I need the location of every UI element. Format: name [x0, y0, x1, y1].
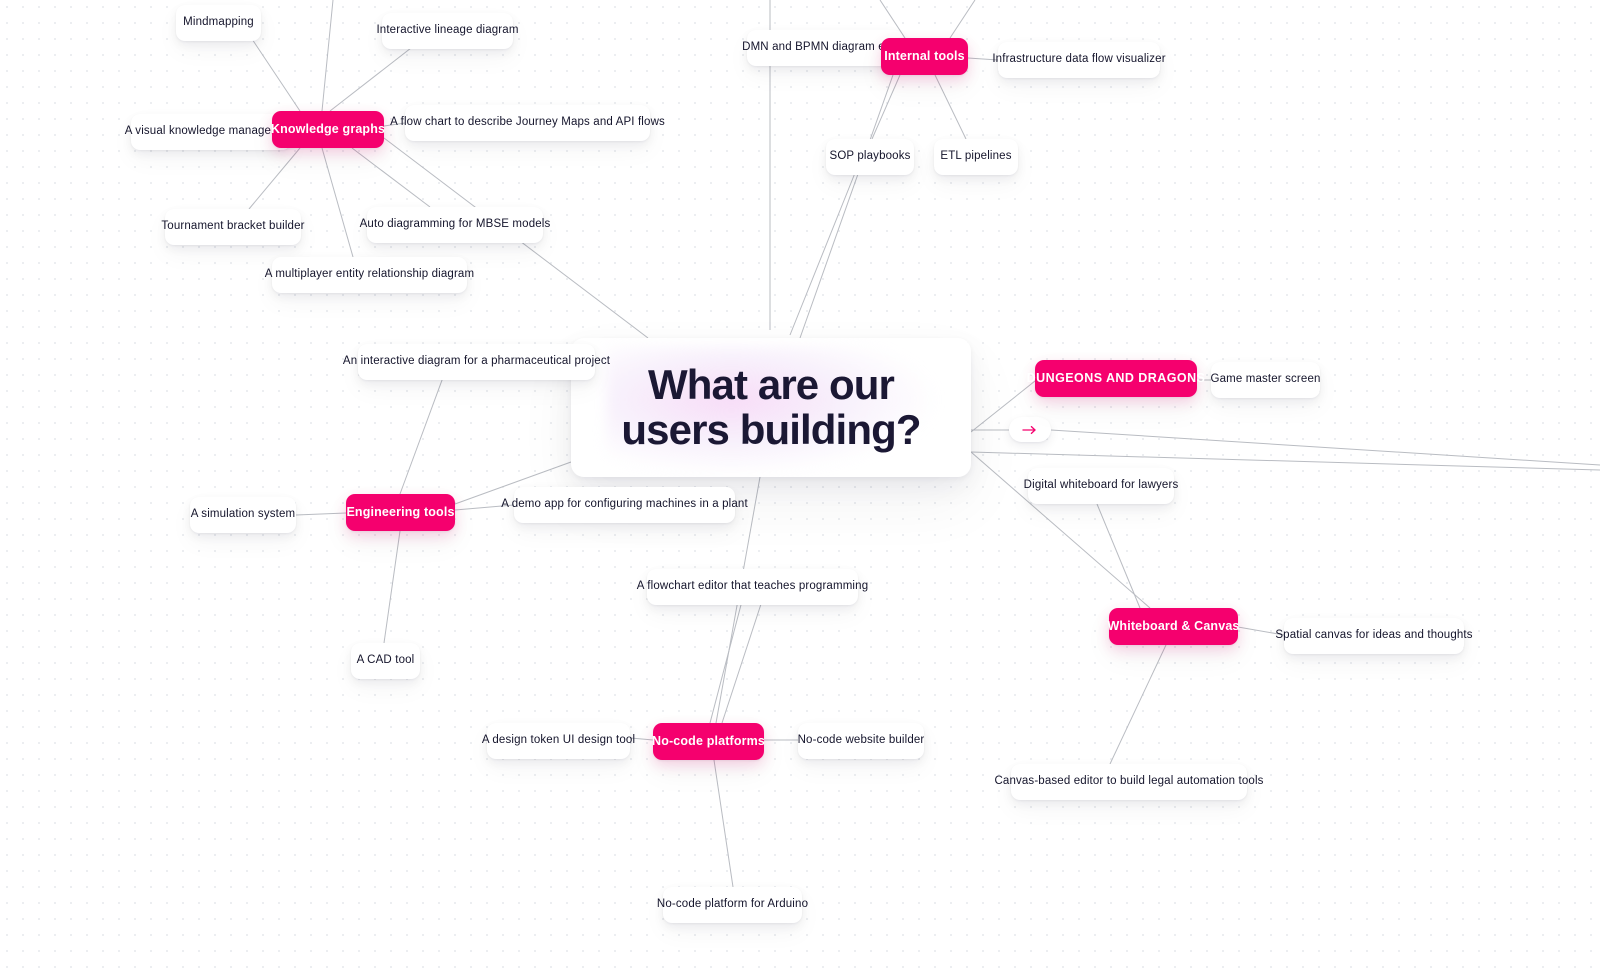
- node-label: DUNGEONS AND DRAGONS: [1026, 371, 1206, 386]
- node-label: Spatial canvas for ideas and thoughts: [1275, 629, 1473, 642]
- idea-node-a-flow-chart-journey-maps[interactable]: A flow chart to describe Journey Maps an…: [390, 105, 665, 141]
- edge-engineering-tools-to-a-simulation-system: [295, 512, 347, 516]
- node-label: A simulation system: [190, 508, 296, 521]
- node-label: Internal tools: [884, 49, 965, 64]
- idea-node-canvas-based-legal-automation[interactable]: Canvas-based editor to build legal autom…: [994, 764, 1263, 800]
- idea-node-a-pharmaceutical-project[interactable]: An interactive diagram for a pharmaceuti…: [343, 344, 610, 380]
- node-label: DMN and BPMN diagram editor: [742, 41, 908, 54]
- edge-internal-tools-to-etl-pipelines: [934, 74, 967, 140]
- node-label: Game master screen: [1210, 373, 1321, 386]
- edge-engineering-tools-to-a-pharmaceutical-project: [399, 371, 446, 495]
- idea-node-auto-diagramming-mbse[interactable]: Auto diagramming for MBSE models: [360, 207, 550, 243]
- edge-internal-tools-to-sop-playbooks: [871, 74, 901, 140]
- node-label: An interactive diagram for a pharmaceuti…: [342, 355, 611, 368]
- idea-node-spatial-canvas-ideas-thoughts[interactable]: Spatial canvas for ideas and thoughts: [1275, 618, 1473, 654]
- node-label: Engineering tools: [346, 505, 455, 520]
- category-node-no-code-platforms[interactable]: No-code platforms: [652, 723, 765, 760]
- idea-node-a-simulation-system[interactable]: A simulation system: [190, 497, 296, 533]
- edge-expand-pill-to-right-long: [1050, 429, 1600, 466]
- node-label: Mindmapping: [183, 16, 254, 29]
- node-label: No-code platforms: [652, 734, 765, 749]
- expand-button[interactable]: [1009, 417, 1051, 442]
- central-question-card[interactable]: What are our users building?: [571, 338, 971, 477]
- idea-node-multiplayer-erd[interactable]: A multiplayer entity relationship diagra…: [265, 257, 474, 293]
- node-label: No-code platform for Arduino: [656, 898, 809, 911]
- edge-no-code-platforms-to-no-code-platform-arduino: [713, 759, 734, 888]
- idea-node-digital-whiteboard-for-lawyers[interactable]: Digital whiteboard for lawyers: [1024, 468, 1178, 504]
- idea-node-no-code-platform-arduino[interactable]: No-code platform for Arduino: [657, 887, 808, 923]
- hero-title-line-2: users building?: [621, 405, 921, 453]
- idea-node-mindmapping[interactable]: Mindmapping: [176, 5, 261, 41]
- node-label: Whiteboard & Canvas: [1107, 619, 1240, 634]
- hero-title-line-1: What are our: [648, 360, 895, 408]
- node-label: Infrastructure data flow visualizer: [992, 53, 1166, 66]
- edge-no-code-platforms-to-flowchart-up-b: [721, 600, 763, 724]
- node-label: A CAD tool: [356, 654, 415, 667]
- category-node-engineering-tools[interactable]: Engineering tools: [346, 494, 455, 531]
- category-node-knowledge-graphs[interactable]: Knowledge graphs: [270, 111, 386, 148]
- node-label: Auto diagramming for MBSE models: [359, 218, 551, 231]
- node-label: Digital whiteboard for lawyers: [1023, 479, 1179, 492]
- idea-node-no-code-website-builder[interactable]: No-code website builder: [798, 723, 924, 759]
- edge-whiteboard-and-canvas-to-digital-whiteboard-for-lawyers: [1096, 503, 1141, 609]
- node-label: Interactive lineage diagram: [376, 24, 519, 37]
- edge-no-code-platforms-to-flowchart-editor-teaches-programming: [709, 600, 743, 724]
- category-node-dungeons-and-dragons[interactable]: DUNGEONS AND DRAGONS: [1027, 360, 1205, 397]
- node-label: No-code website builder: [797, 734, 925, 747]
- idea-node-a-cad-tool[interactable]: A CAD tool: [351, 643, 420, 679]
- arrow-right-icon: [1022, 425, 1036, 434]
- node-label: ETL pipelines: [940, 150, 1012, 163]
- hero-title: What are our users building?: [621, 360, 921, 453]
- idea-node-tournament-bracket-builder[interactable]: Tournament bracket builder: [161, 209, 304, 245]
- edge-knowledge-graphs-to-interactive-lineage-diagram: [329, 40, 421, 112]
- edge-knowledge-graphs-to-tournament-bracket-builder: [248, 147, 301, 210]
- idea-node-etl-pipelines[interactable]: ETL pipelines: [934, 139, 1018, 175]
- node-label: A multiplayer entity relationship diagra…: [264, 268, 475, 281]
- edge-knowledge-graphs-to-mindmapping: [247, 32, 301, 112]
- node-label: A design token UI design tool: [481, 734, 636, 747]
- idea-node-a-visual-knowledge-management[interactable]: A visual knowledge management: [125, 114, 297, 150]
- idea-node-interactive-lineage-diagram[interactable]: Interactive lineage diagram: [376, 13, 518, 49]
- idea-node-flowchart-editor-teaches-programming[interactable]: A flowchart editor that teaches programm…: [637, 569, 868, 605]
- idea-node-sop-playbooks[interactable]: SOP playbooks: [826, 139, 914, 175]
- idea-node-demo-app-configuring-machines[interactable]: A demo app for configuring machines in a…: [501, 487, 748, 523]
- node-label: Tournament bracket builder: [161, 220, 305, 233]
- edge-whiteboard-and-canvas-to-canvas-based-legal-automation: [1109, 644, 1167, 765]
- edge-engineering-tools-to-a-cad-tool: [383, 530, 401, 644]
- category-node-whiteboard-and-canvas[interactable]: Whiteboard & Canvas: [1107, 608, 1240, 645]
- idea-node-game-master-screen[interactable]: Game master screen: [1210, 362, 1321, 398]
- node-label: A visual knowledge management: [124, 125, 298, 138]
- node-label: A flow chart to describe Journey Maps an…: [390, 116, 665, 129]
- edge-internal-tools-to-top-edge-b: [949, 0, 976, 39]
- node-label: A flowchart editor that teaches programm…: [636, 580, 869, 593]
- edge-hero-to-internal-tools: [799, 74, 894, 339]
- category-node-internal-tools[interactable]: Internal tools: [881, 38, 968, 75]
- node-label: Knowledge graphs: [270, 122, 386, 137]
- edge-sop-playbooks-to-down-left: [789, 172, 856, 336]
- edge-knowledge-graphs-to-auto-diagramming-mbse: [351, 147, 431, 208]
- idea-node-dmn-bpmn-editor[interactable]: DMN and BPMN diagram editor: [742, 30, 908, 66]
- edge-knowledge-graphs-to-top-edge: [321, 0, 334, 112]
- idea-node-infrastructure-data-flow-visualizer[interactable]: Infrastructure data flow visualizer: [992, 42, 1166, 78]
- node-label: SOP playbooks: [829, 150, 911, 163]
- idea-node-design-token-ui-design-tool[interactable]: A design token UI design tool: [482, 723, 635, 759]
- edge-knowledge-graphs-to-multiplayer-erd: [321, 147, 354, 258]
- node-label: Canvas-based editor to build legal autom…: [994, 775, 1264, 788]
- node-label: A demo app for configuring machines in a…: [501, 498, 748, 511]
